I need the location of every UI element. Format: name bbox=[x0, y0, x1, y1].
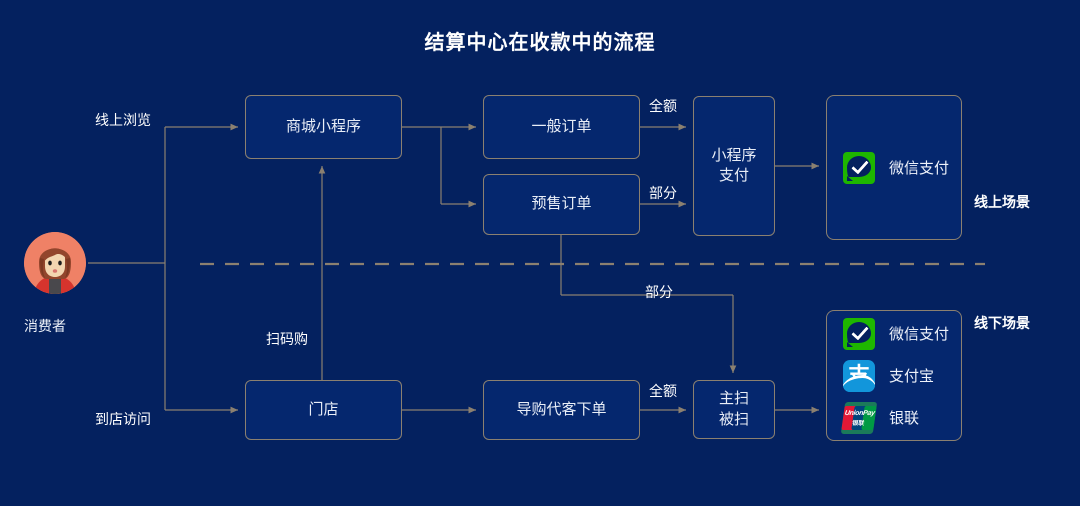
online-payment-box: 微信支付 bbox=[826, 95, 962, 240]
payment-label-alipay: 支付宝 bbox=[889, 368, 935, 385]
payment-label-wechat-offline: 微信支付 bbox=[889, 326, 950, 343]
node-general-order[interactable]: 一般订单 bbox=[483, 95, 640, 159]
node-store[interactable]: 门店 bbox=[245, 380, 402, 440]
scene-label-offline: 线下场景 bbox=[974, 315, 1030, 331]
alipay-icon: 支 bbox=[843, 359, 875, 392]
edge-label-visit-store: 到店访问 bbox=[95, 411, 151, 427]
wechat-pay-icon bbox=[843, 151, 875, 184]
payment-option-wechat-offline[interactable]: 微信支付 bbox=[843, 316, 961, 352]
edge-label-online-browse: 线上浏览 bbox=[95, 112, 151, 128]
edge-label-partial-offline: 部分 bbox=[645, 284, 673, 300]
edge-label-full-amount-online: 全额 bbox=[649, 98, 677, 114]
node-mall-mini-program[interactable]: 商城小程序 bbox=[245, 95, 402, 159]
payment-label-unionpay: 银联 bbox=[889, 410, 920, 427]
payment-option-alipay[interactable]: 支 支付宝 bbox=[843, 358, 961, 394]
unionpay-icon: UnionPay 银联 bbox=[840, 401, 878, 434]
edge-label-scan-to-buy: 扫码购 bbox=[266, 331, 308, 347]
edge-label-full-amount-offline: 全额 bbox=[649, 383, 677, 399]
unionpay-wordmark: UnionPay bbox=[844, 409, 876, 417]
node-mini-program-pay[interactable]: 小程序 支付 bbox=[693, 96, 775, 236]
node-active-passive-scan[interactable]: 主扫 被扫 bbox=[693, 380, 775, 439]
edge-label-partial-online: 部分 bbox=[649, 185, 677, 201]
scene-label-online: 线上场景 bbox=[974, 194, 1030, 210]
payment-label-wechat-online: 微信支付 bbox=[889, 160, 950, 177]
payment-option-unionpay[interactable]: UnionPay 银联 银联 bbox=[840, 400, 961, 436]
node-presale-order[interactable]: 预售订单 bbox=[483, 174, 640, 235]
page-title: 结算中心在收款中的流程 bbox=[424, 32, 656, 54]
unionpay-subtext: 银联 bbox=[851, 420, 865, 427]
node-guide-order-for-customer[interactable]: 导购代客下单 bbox=[483, 380, 640, 440]
avatar-consumer bbox=[24, 232, 86, 294]
wechat-pay-icon bbox=[843, 317, 875, 350]
actor-label-consumer: 消费者 bbox=[24, 318, 66, 334]
offline-payment-box: 微信支付 支 支付宝 UnionPay 银联 银联 bbox=[826, 310, 962, 441]
avatar-illustration bbox=[24, 232, 86, 294]
payment-option-wechat-online[interactable]: 微信支付 bbox=[843, 150, 961, 186]
